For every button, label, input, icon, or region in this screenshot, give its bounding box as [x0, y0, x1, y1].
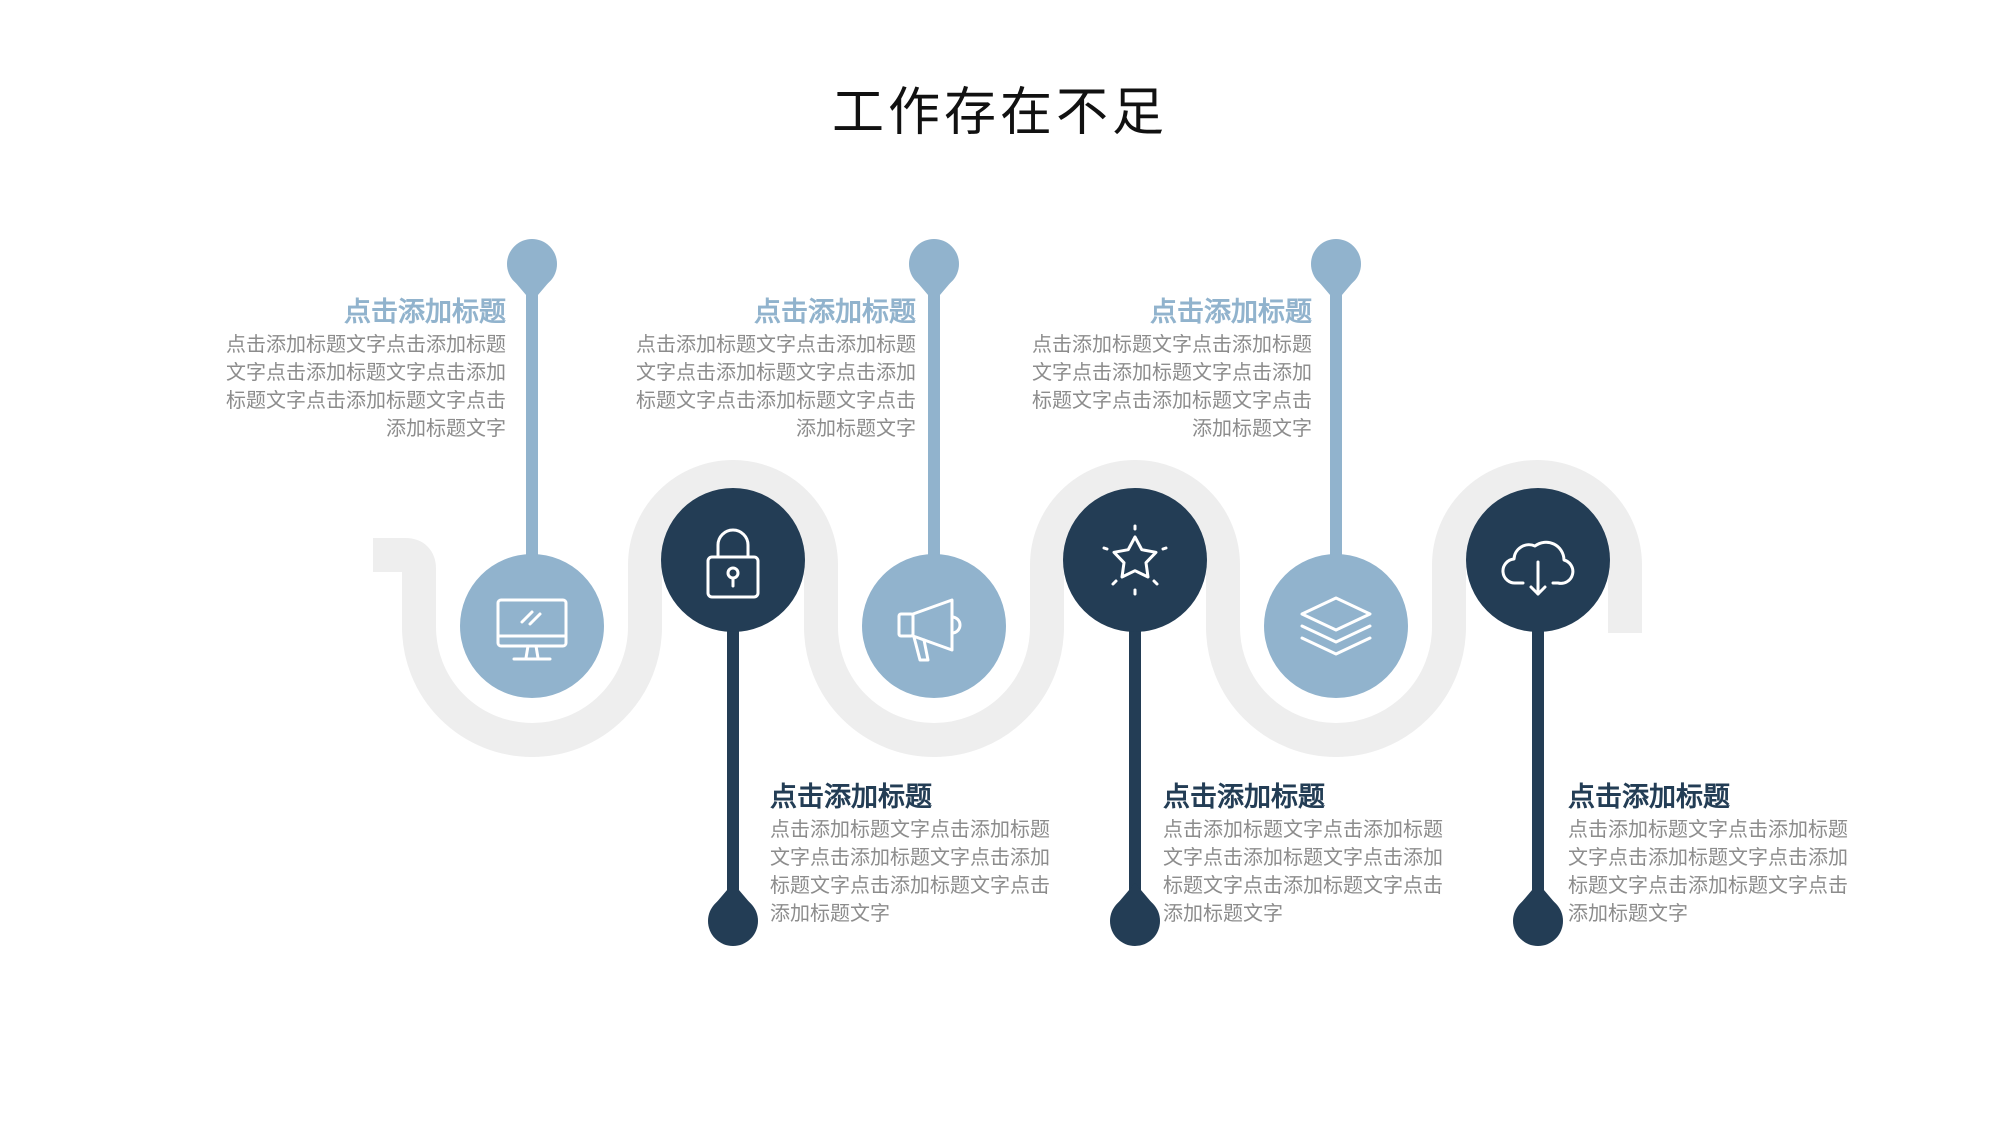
- connector-dot-tail: [917, 282, 951, 302]
- monitor-icon: [496, 598, 568, 661]
- node-circle: [460, 554, 604, 698]
- page-title: 工作存在不足: [831, 83, 1168, 143]
- item-desc-line: 标题文字点击添加标题文字点击: [636, 388, 916, 412]
- node-circle: [1264, 554, 1408, 698]
- timeline-node-5: [1264, 239, 1408, 698]
- item-desc-line: 标题文字点击添加标题文字点击: [1163, 873, 1443, 897]
- item-desc-line: 文字点击添加标题文字点击添加: [1163, 845, 1443, 869]
- lock-icon: [706, 528, 760, 599]
- connector-dot: [1110, 896, 1160, 946]
- connector-dot-tail: [1118, 883, 1152, 903]
- item-desc-line: 文字点击添加标题文字点击添加: [226, 360, 506, 384]
- node-circle: [661, 488, 805, 632]
- connector-dot: [507, 239, 557, 289]
- item-desc-line: 添加标题文字: [770, 901, 890, 925]
- item-title: 点击添加标题: [754, 297, 916, 328]
- item-text-4: 点击添加标题 点击添加标题文字点击添加标题 文字点击添加标题文字点击添加 标题文…: [1163, 781, 1493, 927]
- item-title: 点击添加标题: [1150, 297, 1312, 328]
- timeline-node-2: [661, 488, 805, 946]
- item-desc-line: 点击添加标题文字点击添加标题: [1163, 817, 1443, 841]
- connector-dot: [909, 239, 959, 289]
- item-text-6: 点击添加标题 点击添加标题文字点击添加标题 文字点击添加标题文字点击添加 标题文…: [1568, 781, 1898, 927]
- wave-track: [373, 460, 1642, 757]
- item-desc-line: 标题文字点击添加标题文字点击: [770, 873, 1050, 897]
- item-title: 点击添加标题: [1163, 782, 1325, 813]
- item-desc-line: 点击添加标题文字点击添加标题: [1568, 817, 1848, 841]
- timeline-node-3: [862, 239, 1006, 698]
- node-circle: [1466, 488, 1610, 632]
- node-circle: [862, 554, 1006, 698]
- item-desc-line: 标题文字点击添加标题文字点击: [1568, 873, 1848, 897]
- megaphone-icon: [897, 598, 962, 662]
- item-text-1: 点击添加标题 点击添加标题文字点击添加标题 文字点击添加标题文字点击添加 标题文…: [176, 296, 506, 442]
- item-text-3: 点击添加标题 点击添加标题文字点击添加标题 文字点击添加标题文字点击添加 标题文…: [586, 296, 916, 442]
- item-desc-line: 文字点击添加标题文字点击添加: [1568, 845, 1848, 869]
- item-desc-line: 点击添加标题文字点击添加标题: [1032, 332, 1312, 356]
- connector-dot: [708, 896, 758, 946]
- item-title: 点击添加标题: [770, 782, 932, 813]
- item-desc-line: 添加标题文字: [796, 416, 916, 440]
- cloud-download-icon: [1501, 540, 1575, 596]
- item-desc-line: 添加标题文字: [386, 416, 506, 440]
- connector-dot: [1311, 239, 1361, 289]
- node-circle: [1063, 488, 1207, 632]
- connector-dot-tail: [716, 883, 750, 903]
- layers-icon: [1300, 596, 1372, 656]
- connector-dot-tail: [1521, 883, 1555, 903]
- item-desc-line: 添加标题文字: [1192, 416, 1312, 440]
- star-icon: [1102, 524, 1168, 596]
- item-desc-line: 点击添加标题文字点击添加标题: [226, 332, 506, 356]
- timeline-node-4: [1063, 488, 1207, 946]
- item-text-5: 点击添加标题 点击添加标题文字点击添加标题 文字点击添加标题文字点击添加 标题文…: [982, 296, 1312, 442]
- item-title: 点击添加标题: [1568, 782, 1730, 813]
- item-desc-line: 添加标题文字: [1163, 901, 1283, 925]
- item-desc-line: 标题文字点击添加标题文字点击: [1032, 388, 1312, 412]
- item-desc-line: 文字点击添加标题文字点击添加: [1032, 360, 1312, 384]
- connector-dot-tail: [515, 282, 549, 302]
- connector-dot: [1513, 896, 1563, 946]
- item-text-2: 点击添加标题 点击添加标题文字点击添加标题 文字点击添加标题文字点击添加 标题文…: [770, 781, 1100, 927]
- item-desc-line: 标题文字点击添加标题文字点击: [226, 388, 506, 412]
- item-desc-line: 点击添加标题文字点击添加标题: [636, 332, 916, 356]
- timeline-node-1: [460, 239, 604, 698]
- item-desc-line: 文字点击添加标题文字点击添加: [770, 845, 1050, 869]
- timeline-node-6: [1466, 488, 1610, 946]
- item-desc-line: 文字点击添加标题文字点击添加: [636, 360, 916, 384]
- item-desc-line: 添加标题文字: [1568, 901, 1688, 925]
- item-title: 点击添加标题: [344, 297, 506, 328]
- item-desc-line: 点击添加标题文字点击添加标题: [770, 817, 1050, 841]
- connector-dot-tail: [1319, 282, 1353, 302]
